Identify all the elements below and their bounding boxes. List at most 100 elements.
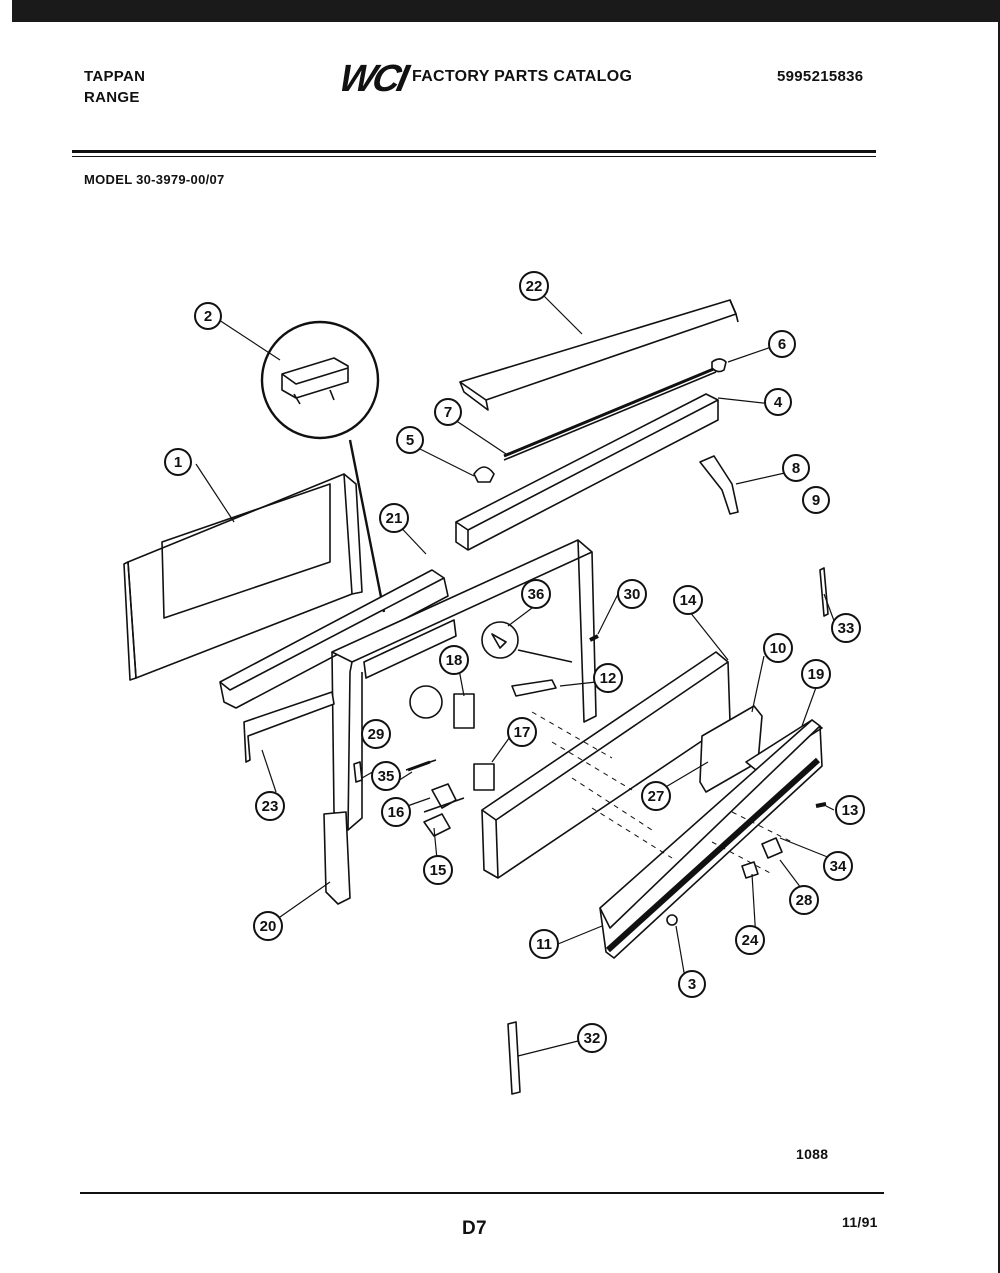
part-plug-12 (511, 679, 557, 697)
callout-3: 3 (678, 970, 706, 998)
callout-14-label: 14 (680, 592, 697, 609)
callout-12-label: 12 (600, 670, 617, 687)
callout-11: 11 (529, 929, 559, 959)
callout-24-label: 24 (742, 932, 759, 949)
callout-14: 14 (673, 585, 703, 615)
part-strip-23 (243, 691, 335, 763)
part-screw-13 (815, 802, 827, 808)
model-number: MODEL 30-3979-00/07 (84, 172, 225, 187)
callout-34-label: 34 (830, 858, 847, 875)
footer-rule (80, 1192, 884, 1194)
revision-date: 11/91 (842, 1214, 878, 1230)
catalog-page: TAPPAN RANGE WCI FACTORY PARTS CATALOG 5… (12, 22, 998, 1273)
figure-number: 1088 (796, 1146, 829, 1162)
part-bracket-6 (711, 358, 727, 373)
part-window-panel (123, 473, 363, 681)
callout-28-label: 28 (796, 892, 813, 909)
callout-17-label: 17 (514, 724, 531, 741)
callout-18-label: 18 (446, 652, 463, 669)
catalog-number: 5995215836 (777, 68, 864, 85)
brand-line-1: TAPPAN (84, 68, 146, 85)
page-code: D7 (462, 1218, 487, 1239)
callout-33-label: 33 (838, 620, 855, 637)
callout-9: 9 (802, 486, 830, 514)
part-clip-5 (473, 466, 495, 483)
callout-30: 30 (617, 579, 647, 609)
callout-32: 32 (577, 1023, 607, 1053)
callout-2-label: 2 (204, 308, 212, 325)
part-switch-18 (453, 693, 475, 729)
callout-3-label: 3 (688, 976, 696, 993)
callout-4-label: 4 (774, 394, 783, 411)
callout-29: 29 (361, 719, 391, 749)
part-valve-15 (423, 813, 451, 837)
callout-11-label: 11 (536, 936, 552, 953)
callout-1: 1 (164, 448, 192, 476)
callout-8: 8 (782, 454, 810, 482)
callout-10: 10 (763, 633, 793, 663)
callout-28: 28 (789, 885, 819, 915)
part-screw-30 (589, 634, 599, 642)
callout-22-label: 22 (526, 278, 543, 295)
page-edge (0, 0, 12, 1273)
callout-35: 35 (371, 761, 401, 791)
callout-18: 18 (439, 645, 469, 675)
callout-7: 7 (434, 398, 462, 426)
callout-8-label: 8 (792, 460, 800, 477)
callout-22: 22 (519, 271, 549, 301)
callout-13: 13 (835, 795, 865, 825)
callout-9-label: 9 (812, 492, 820, 509)
callout-20: 20 (253, 911, 283, 941)
callout-10-label: 10 (770, 640, 787, 657)
header-rule-thin (72, 156, 876, 157)
callout-36: 36 (521, 579, 551, 609)
callout-33: 33 (831, 613, 861, 643)
callout-21: 21 (379, 503, 409, 533)
part-bracket-8 (699, 455, 739, 515)
part-channel (455, 393, 719, 551)
callout-23: 23 (255, 791, 285, 821)
part-nameplate-11 (599, 719, 823, 959)
callout-32-label: 32 (584, 1030, 601, 1047)
part-top-trim (459, 299, 739, 411)
callout-34: 34 (823, 851, 853, 881)
callout-27-label: 27 (648, 788, 665, 805)
callout-29-label: 29 (368, 726, 385, 743)
callout-16-label: 16 (388, 804, 405, 821)
callout-19-label: 19 (808, 666, 825, 683)
callout-24: 24 (735, 925, 765, 955)
part-knob-24 (741, 861, 759, 879)
callout-2: 2 (194, 302, 222, 330)
callout-5: 5 (396, 426, 424, 454)
callout-19: 19 (801, 659, 831, 689)
part-ring (409, 685, 443, 719)
callout-6: 6 (768, 330, 796, 358)
callout-1-label: 1 (174, 454, 182, 471)
part-knob-3 (666, 914, 678, 926)
callout-6-label: 6 (778, 336, 786, 353)
catalog-title: FACTORY PARTS CATALOG (412, 68, 633, 85)
part-knob-36 (481, 621, 519, 659)
callout-35-label: 35 (378, 768, 395, 785)
part-clip-32 (507, 1021, 521, 1095)
part-knob-28 (761, 837, 783, 859)
callout-17: 17 (507, 717, 537, 747)
brand-line-2: RANGE (84, 89, 140, 106)
callout-13-label: 13 (842, 802, 859, 819)
callout-12: 12 (593, 663, 623, 693)
header-rule (72, 150, 876, 153)
callout-23-label: 23 (262, 798, 279, 815)
callout-36-label: 36 (528, 586, 545, 603)
part-rail-21 (219, 569, 449, 709)
part-clip-29 (353, 761, 363, 783)
part-front-panel-14 (481, 651, 731, 879)
callout-20-label: 20 (260, 918, 277, 935)
part-rod (503, 366, 717, 458)
callout-4: 4 (764, 388, 792, 416)
callout-7-label: 7 (444, 404, 452, 421)
exploded-parts-diagram: 1 2 3 4 5 6 7 8 9 10 11 12 13 14 15 16 1… (123, 271, 865, 1095)
part-screw-35 (407, 760, 431, 772)
part-main-frame (331, 539, 597, 831)
callout-16: 16 (381, 797, 411, 827)
callout-5-label: 5 (406, 432, 414, 449)
